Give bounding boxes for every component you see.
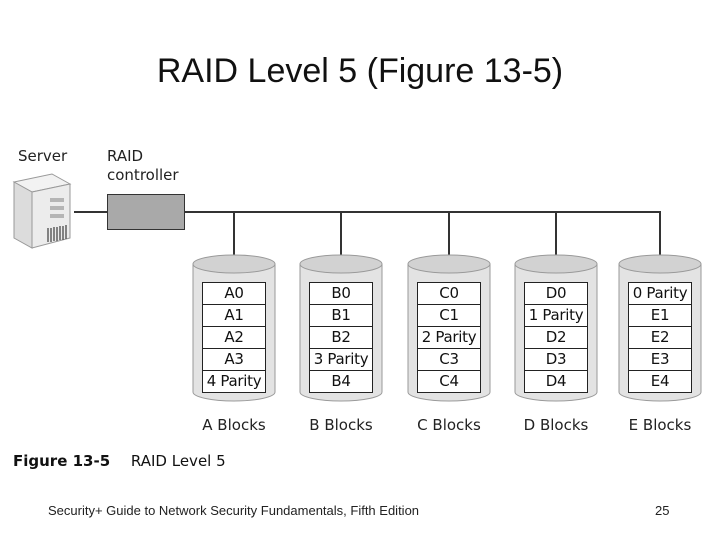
disk-label-b: B Blocks — [309, 416, 373, 434]
block: A0 — [203, 283, 265, 305]
bus-drop-d — [555, 211, 557, 256]
block: B1 — [310, 305, 372, 327]
disk-c: C0 C1 2 Parity C3 C4 — [407, 254, 491, 402]
disk-a: A0 A1 A2 A3 4 Parity — [192, 254, 276, 402]
parity-block: 2 Parity — [418, 327, 480, 349]
block: E2 — [629, 327, 691, 349]
block: D2 — [525, 327, 587, 349]
parity-block: 3 Parity — [310, 349, 372, 371]
block: A3 — [203, 349, 265, 371]
figure-caption: Figure 13-5 RAID Level 5 — [13, 452, 226, 470]
block: E3 — [629, 349, 691, 371]
disk-e: 0 Parity E1 E2 E3 E4 — [618, 254, 702, 402]
server-label: Server — [18, 147, 68, 165]
block: C3 — [418, 349, 480, 371]
disk-label-e: E Blocks — [628, 416, 692, 434]
block: C0 — [418, 283, 480, 305]
bus-drop-a — [233, 211, 235, 256]
block-stack: 0 Parity E1 E2 E3 E4 — [628, 282, 692, 393]
bus-drop-b — [340, 211, 342, 256]
raid-controller — [107, 194, 185, 230]
figure-title: RAID Level 5 — [130, 452, 226, 470]
block: D3 — [525, 349, 587, 371]
bus-drop-e — [659, 211, 661, 256]
block: E1 — [629, 305, 691, 327]
server-link — [74, 211, 107, 213]
block-stack: A0 A1 A2 A3 4 Parity — [202, 282, 266, 393]
block-stack: B0 B1 B2 3 Parity B4 — [309, 282, 373, 393]
footer-text: Security+ Guide to Network Security Fund… — [48, 503, 420, 518]
figure-number: Figure 13-5 — [13, 452, 111, 470]
block: A1 — [203, 305, 265, 327]
block: C4 — [439, 372, 459, 390]
parity-block: 1 Parity — [525, 305, 587, 327]
page-number: 25 — [655, 503, 670, 518]
server-icon — [10, 172, 74, 252]
bus-drop-c — [448, 211, 450, 256]
block: A2 — [203, 327, 265, 349]
disk-label-a: A Blocks — [202, 416, 266, 434]
disk-b: B0 B1 B2 3 Parity B4 — [299, 254, 383, 402]
main-bus — [185, 211, 661, 213]
raid-controller-label: RAID controller — [107, 147, 179, 184]
block: B0 — [310, 283, 372, 305]
parity-block: 0 Parity — [629, 283, 691, 305]
block: B2 — [310, 327, 372, 349]
slide-title: RAID Level 5 (Figure 13-5) — [156, 52, 564, 90]
parity-block: 4 Parity — [206, 372, 262, 390]
block: B4 — [331, 372, 351, 390]
block: D0 — [525, 283, 587, 305]
disk-label-d: D Blocks — [523, 416, 589, 434]
block-stack: D0 1 Parity D2 D3 D4 — [524, 282, 588, 393]
block: D4 — [545, 372, 567, 390]
block: E4 — [650, 372, 670, 390]
block-stack: C0 C1 2 Parity C3 C4 — [417, 282, 481, 393]
disk-d: D0 1 Parity D2 D3 D4 — [514, 254, 598, 402]
disk-label-c: C Blocks — [417, 416, 481, 434]
block: C1 — [418, 305, 480, 327]
